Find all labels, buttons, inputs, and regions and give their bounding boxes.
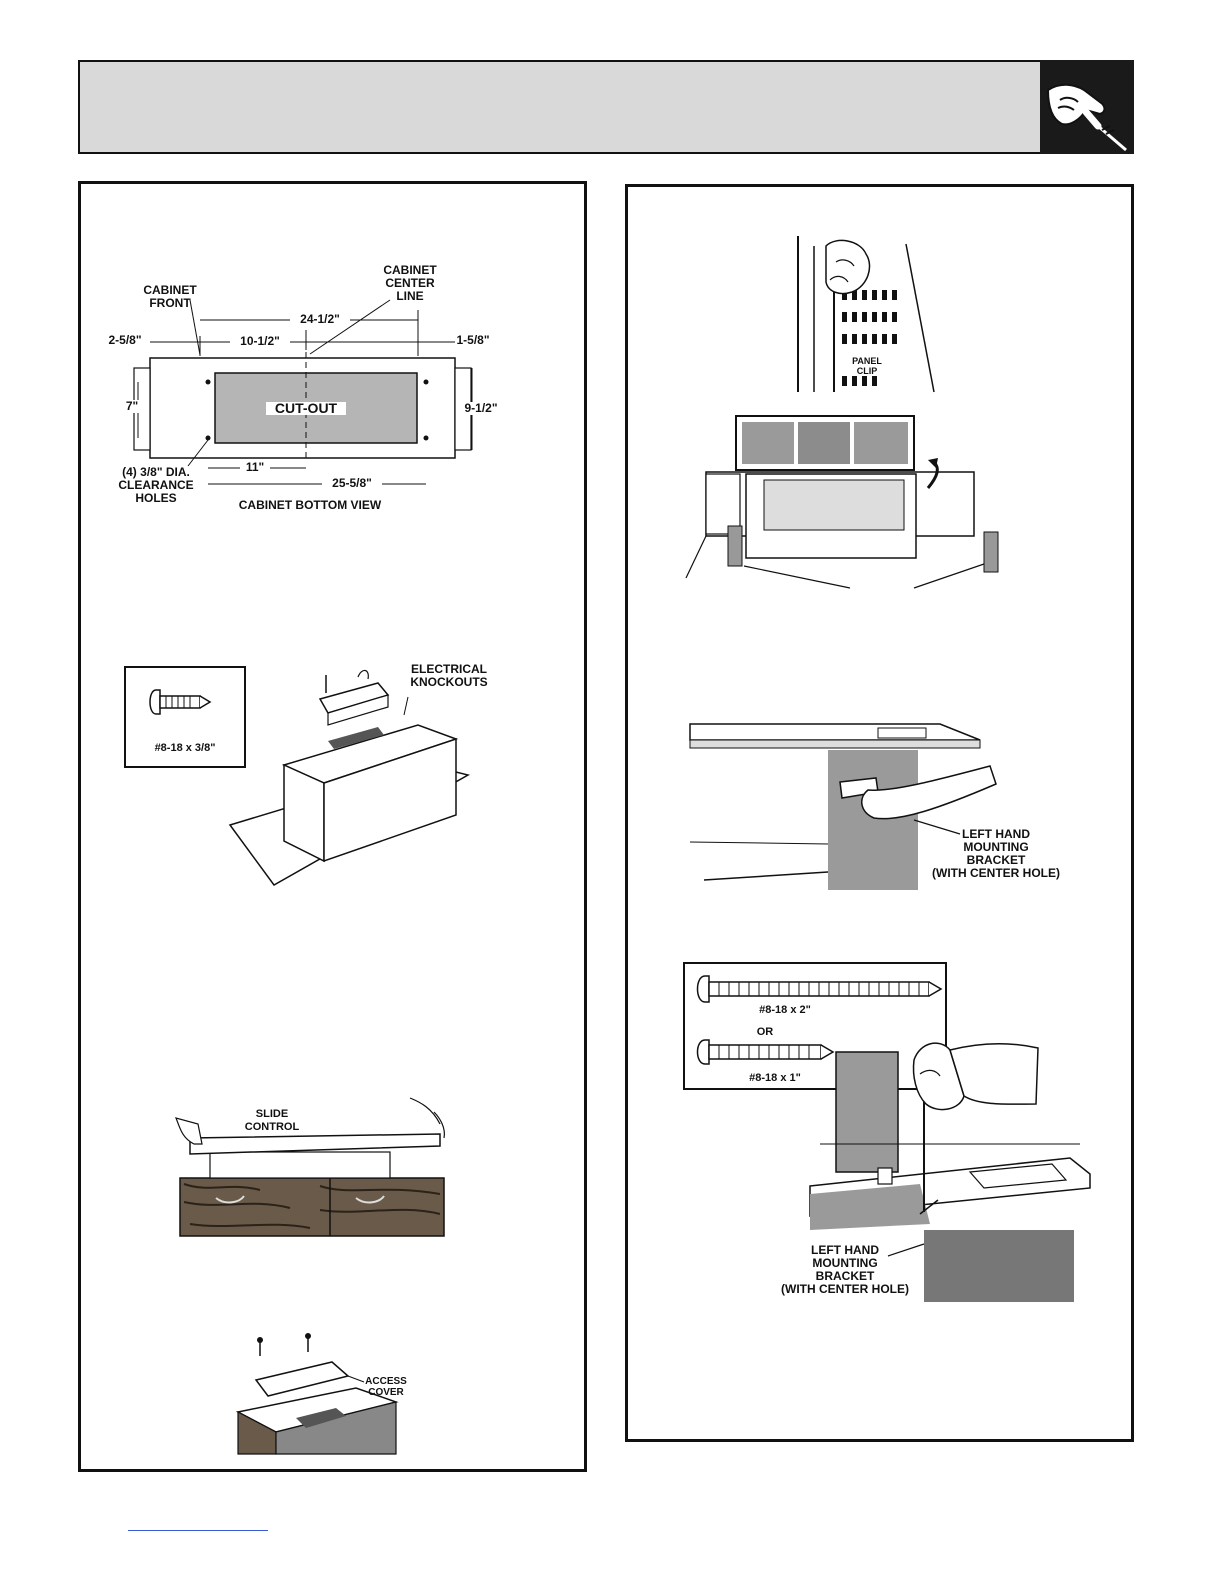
install-bracket-label: LEFT HAND MOUNTING BRACKET (WITH CENTER … bbox=[781, 1243, 909, 1296]
dim-left-margin: 2-5/8" bbox=[108, 333, 142, 347]
bracket-screw-install-diagram: LEFT HAND MOUNTING BRACKET (WITH CENTER … bbox=[770, 1034, 1100, 1304]
grille-removal-diagram bbox=[684, 412, 1024, 590]
dim-bottom-width: 25-5/8" bbox=[322, 477, 382, 490]
screw-long-label: #8-18 x 2" bbox=[759, 1004, 811, 1016]
header-bar bbox=[78, 60, 1134, 154]
cabinet-front-label: CABINET FRONT bbox=[143, 283, 197, 310]
access-cover-label: ACCESS COVER bbox=[365, 1376, 407, 1398]
dim-center-offset: 10-1/2" bbox=[230, 335, 290, 348]
slide-control-label: SLIDE CONTROL bbox=[244, 1108, 300, 1133]
slide-control-diagram: SLIDE CONTROL bbox=[170, 1097, 450, 1238]
dim-height-right: 9-1/2" bbox=[456, 402, 506, 415]
or-label: OR bbox=[756, 1026, 774, 1038]
electrical-knockouts-diagram: ELECTRICAL KNOCKOUTS bbox=[228, 655, 508, 890]
panel-clip-label: PANEL CLIP bbox=[842, 356, 892, 376]
screw-options-box: #8-18 x 2" OR #8-18 x 1" bbox=[683, 962, 947, 1090]
hand-screwdriver-icon bbox=[1040, 60, 1134, 154]
cabinet-bottom-view-diagram: CABINET FRONT CABINET CENTER LINE 24-1/2… bbox=[100, 260, 520, 520]
dim-overall-width: 24-1/2" bbox=[290, 313, 350, 326]
mounting-bracket-label: LEFT HAND MOUNTING BRACKET (WITH CENTER … bbox=[932, 827, 1060, 880]
dim-height-left: 7" bbox=[122, 400, 142, 413]
cabinet-center-line-label: CABINET CENTER LINE bbox=[383, 263, 437, 303]
mounting-bracket-diagram: LEFT HAND MOUNTING BRACKET (WITH CENTER … bbox=[689, 722, 1070, 890]
access-cover-diagram: ACCESS COVER bbox=[235, 1332, 436, 1456]
screw-inset-box: #8-18 x 3/8" bbox=[124, 666, 246, 768]
dim-right-margin: 1-5/8" bbox=[456, 333, 490, 347]
cutout-label: CUT-OUT bbox=[266, 401, 346, 415]
cabinet-bottom-view-title: CABINET BOTTOM VIEW bbox=[238, 498, 382, 512]
footer-link-underline bbox=[128, 1530, 268, 1531]
screw-size-label: #8-18 x 3/8" bbox=[154, 742, 216, 754]
panel-clip-diagram: PANEL CLIP bbox=[786, 236, 956, 394]
screw-short-label: #8-18 x 1" bbox=[749, 1072, 801, 1084]
electrical-knockouts-label: ELECTRICAL KNOCKOUTS bbox=[410, 662, 488, 689]
clearance-holes-label: (4) 3/8" DIA. CLEARANCE HOLES bbox=[118, 465, 194, 505]
dim-hole-spacing: 11" bbox=[240, 461, 270, 474]
